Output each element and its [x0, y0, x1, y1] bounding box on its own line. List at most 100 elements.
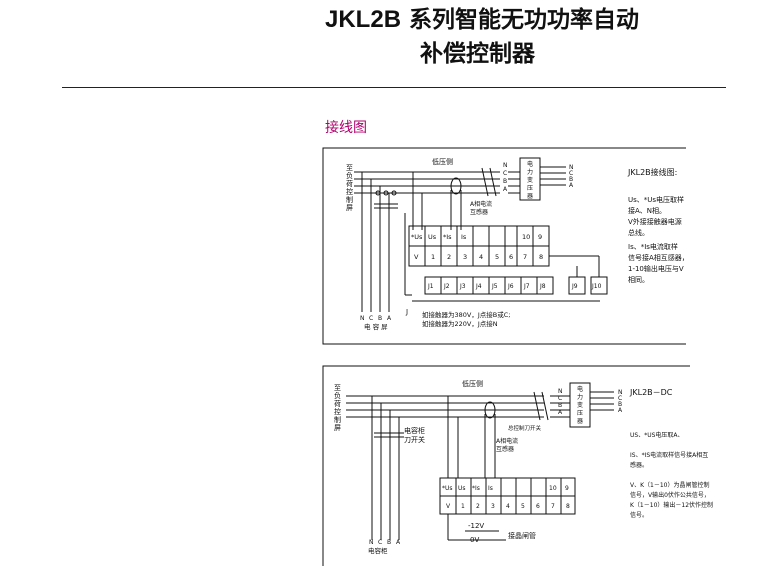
diagram1-legend: Us、*Us电压取样 接A、N相。 V外接接触器电源 总线。 Is、*Is电流取…	[628, 195, 689, 284]
svg-text:控: 控	[346, 187, 353, 196]
diagram1-ct-icon	[450, 177, 462, 195]
svg-text:N: N	[569, 164, 574, 171]
svg-text:J2: J2	[443, 283, 450, 290]
diagram1-frame	[322, 147, 686, 345]
svg-text:*Us: *Us	[411, 233, 423, 241]
diagram1-legend-title: JKL2B接线图:	[627, 167, 677, 177]
svg-text:相同。: 相同。	[628, 275, 649, 284]
svg-text:B: B	[378, 315, 382, 322]
diagram2-xfmr-in-phases: N C B A	[558, 388, 563, 416]
svg-text:至: 至	[334, 384, 341, 392]
svg-text:J9: J9	[571, 283, 578, 290]
diagram2-main-switch: 总控制刀开关	[508, 424, 542, 432]
svg-text:负: 负	[346, 171, 353, 180]
diagram2-legend: US、*US电压取A、 IS、*IS电流取样信号接A相互 感器。 V、K（1－1…	[630, 431, 713, 519]
svg-text:信号接A相互感器，: 信号接A相互感器，	[628, 253, 689, 262]
diagram1-j-label: J	[405, 308, 408, 316]
header-divider	[62, 87, 726, 88]
svg-text:信号。: 信号。	[630, 511, 648, 519]
svg-text:5: 5	[521, 503, 525, 510]
svg-text:至: 至	[346, 164, 353, 172]
svg-text:C: C	[618, 395, 622, 402]
svg-text:J5: J5	[491, 283, 498, 290]
svg-text:信号，V输出0伏作公共信号，: 信号，V输出0伏作公共信号，	[630, 491, 710, 499]
svg-text:压: 压	[577, 410, 583, 417]
svg-text:9: 9	[565, 485, 569, 492]
svg-text:J6: J6	[507, 283, 514, 290]
svg-text:V、K（1－10）为晶闸管控制: V、K（1－10）为晶闸管控制	[630, 481, 710, 489]
svg-text:V外接接触器电源: V外接接触器电源	[628, 217, 682, 226]
svg-text:V: V	[414, 253, 419, 261]
svg-text:6: 6	[536, 503, 540, 510]
svg-text:1: 1	[461, 503, 465, 510]
svg-text:5: 5	[495, 253, 499, 261]
svg-text:B: B	[558, 402, 562, 409]
svg-text:*Is: *Is	[472, 485, 480, 492]
svg-text:Is: Is	[488, 485, 493, 492]
svg-text:器: 器	[527, 193, 533, 200]
svg-text:J3: J3	[459, 283, 466, 290]
diagram2-terminals-bottom: V 1 2 3 4 5 6 7 8	[446, 503, 570, 510]
diagram1-relays: J1 J2 J3 J4 J5 J6 J7 J8 J9 J10	[427, 283, 602, 290]
svg-text:J8: J8	[539, 283, 546, 290]
svg-text:N: N	[618, 389, 623, 396]
svg-text:K（1－10）输出－12伏作控制: K（1－10）输出－12伏作控制	[630, 501, 713, 509]
diagram2-transformer	[569, 382, 591, 428]
diagram1-terminals-top: *Us Us *Is Is 10 9	[411, 233, 542, 241]
diagram2-ct-label-2: 互感器	[496, 445, 514, 453]
svg-text:J10: J10	[591, 283, 602, 290]
svg-text:9: 9	[538, 233, 542, 241]
diagram2-cabinet-switch-2: 刀开关	[404, 435, 425, 444]
diagram2-0v: 0V	[470, 536, 479, 544]
diagram2-frame	[322, 365, 690, 566]
svg-text:3: 3	[491, 503, 495, 510]
svg-text:N: N	[503, 162, 508, 169]
svg-text:8: 8	[566, 503, 570, 510]
svg-text:N: N	[558, 388, 563, 395]
diagram2-low-voltage-label: 低压侧	[462, 379, 483, 388]
diagram2-cabinet-switch-1: 电容柜	[404, 426, 425, 435]
svg-text:C: C	[503, 170, 507, 177]
svg-text:B: B	[387, 539, 391, 546]
diagram1-out-phases: N C B A	[569, 164, 574, 189]
svg-text:4: 4	[506, 503, 510, 510]
diagram2-terminals-top: *Us Us *Is Is 10 9	[442, 485, 569, 492]
diagram2-transformer-label: 电 力 变 压 器	[577, 385, 583, 425]
diagram1-ct-label-1: A相电流	[470, 200, 492, 208]
svg-text:荷: 荷	[346, 179, 353, 188]
svg-text:变: 变	[577, 401, 583, 409]
section-heading: 接线图	[325, 120, 367, 136]
svg-text:B: B	[569, 176, 573, 183]
svg-text:J7: J7	[523, 283, 530, 290]
svg-text:10: 10	[522, 233, 530, 241]
diagram1-left-phases: N C B A	[360, 315, 392, 322]
svg-text:电: 电	[527, 160, 533, 168]
diagram1-low-voltage-label: 低压侧	[432, 157, 453, 166]
title-model: JKL2B	[325, 6, 402, 33]
svg-text:总线。: 总线。	[628, 228, 649, 237]
diagram1-transformer-label: 电 力 变 压 器	[527, 160, 533, 200]
svg-text:J4: J4	[475, 283, 482, 290]
svg-text:10: 10	[549, 485, 557, 492]
svg-text:7: 7	[523, 253, 527, 261]
svg-text:负: 负	[334, 391, 341, 400]
svg-text:屏: 屏	[346, 204, 353, 212]
svg-text:N: N	[360, 315, 365, 322]
svg-text:1: 1	[431, 253, 435, 261]
svg-text:Us: Us	[428, 233, 437, 241]
svg-text:器: 器	[577, 418, 583, 425]
svg-text:B: B	[618, 401, 622, 408]
diagram2-ct-label-1: A相电流	[496, 437, 518, 445]
svg-text:US、*US电压取A、: US、*US电压取A、	[630, 431, 684, 439]
svg-text:C: C	[569, 170, 573, 177]
title-text: 系列智能无功功率自动	[401, 7, 640, 33]
diagram2-neg12v: -12V	[468, 522, 484, 530]
svg-text:7: 7	[551, 503, 555, 510]
svg-text:Is: Is	[461, 233, 467, 241]
svg-text:3: 3	[463, 253, 467, 261]
svg-text:A: A	[569, 182, 574, 189]
svg-text:A: A	[503, 186, 508, 193]
svg-text:制: 制	[334, 415, 341, 424]
diagram2-left-phases: N C B A	[369, 539, 401, 546]
